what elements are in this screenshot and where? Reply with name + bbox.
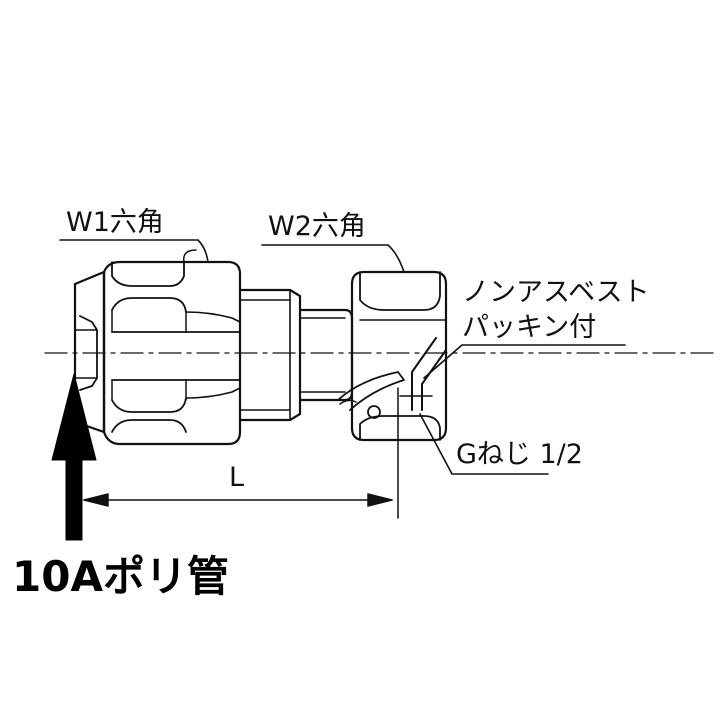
w2-hex-nut [337,270,448,442]
body-collar [238,288,302,422]
dimension-l [74,387,399,519]
w1-hex-nut [102,249,242,446]
length-label: L [229,462,245,493]
g-thread-label: Gねじ 1/2 [456,439,583,470]
w1-hex-label: W1六角 [66,207,164,238]
pipe-insert-arrow [51,373,97,541]
packing-label-line1: ノンアスベスト [462,277,650,308]
w1-leader [59,239,209,263]
packing-label-line2: パッキン付 [462,312,597,343]
neck-tube [298,308,354,402]
w2-hex-label: W2六角 [268,211,366,242]
g-thread-leader [419,413,549,475]
packing-leader [423,344,626,379]
pipe-label: 10Aポリ管 [12,552,229,601]
w2-leader [261,244,405,273]
